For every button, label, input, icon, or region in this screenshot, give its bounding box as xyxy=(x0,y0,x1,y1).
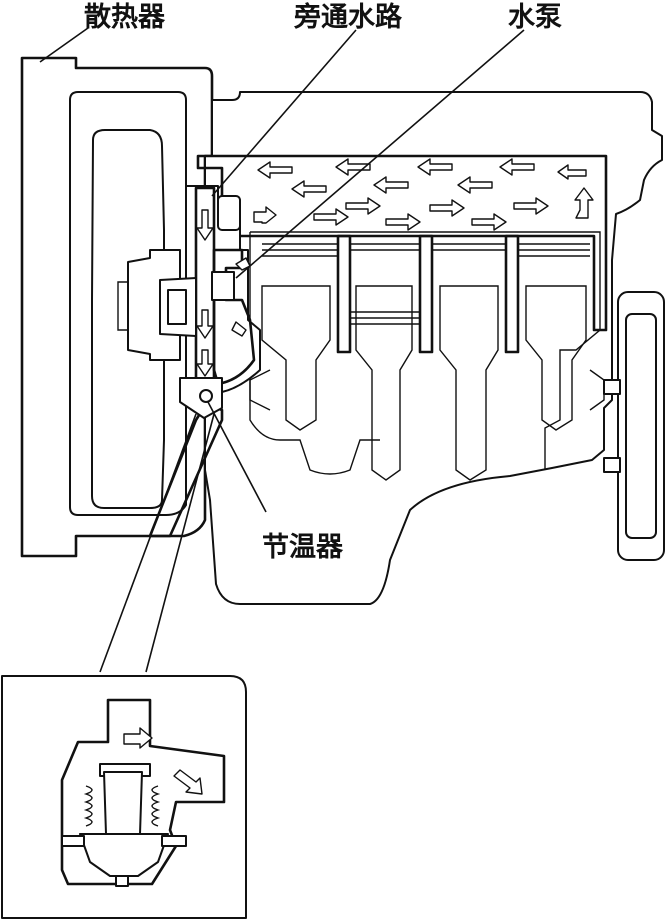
radiator xyxy=(20,56,214,558)
coolant-jacket xyxy=(196,154,608,354)
flow-arrows xyxy=(196,158,594,377)
water-pump-label: 水泵 xyxy=(508,2,562,33)
flywheel xyxy=(603,291,665,561)
radiator-label: 散热器 xyxy=(84,2,165,33)
thermostat-label: 节温器 xyxy=(262,532,343,563)
thermostat-inset xyxy=(1,675,247,919)
bypass-label: 旁通水路 xyxy=(294,2,402,33)
leader-lines xyxy=(39,27,525,673)
